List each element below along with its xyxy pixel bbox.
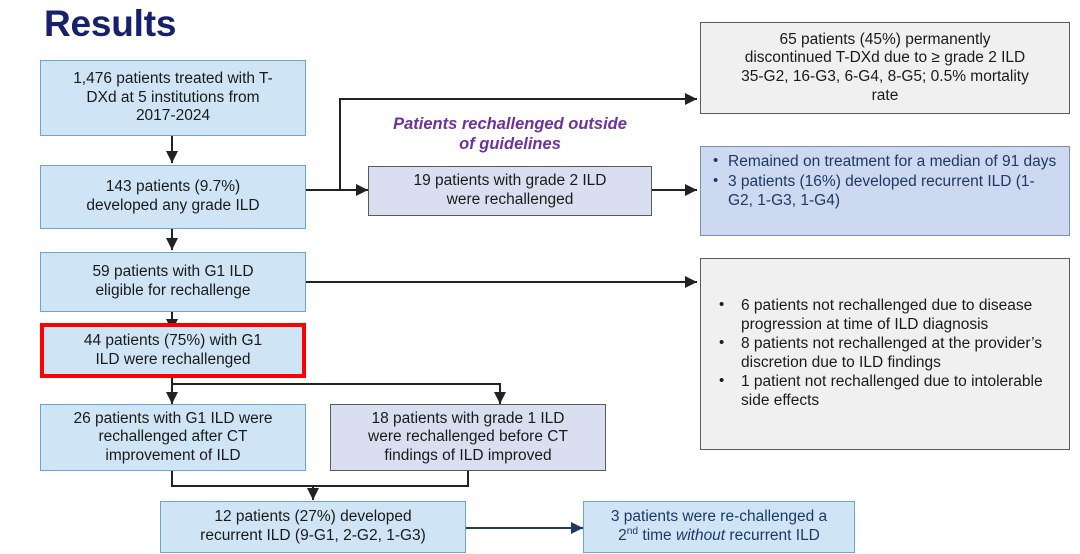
node-g1-rechallenged-line1: 44 patients (75%) with G1: [83, 331, 263, 349]
node-cohort-line3: 2017-2024: [135, 107, 211, 125]
node-before-ct-line3: findings of ILD improved: [384, 446, 552, 464]
node-cohort[interactable]: 1,476 patients treated with T- DXd at 5 …: [40, 60, 306, 136]
node-not-rechallenged-reasons[interactable]: 6 patients not rechallenged due to disea…: [700, 258, 1070, 450]
node-rechallenged-after-ct[interactable]: 26 patients with G1 ILD were rechallenge…: [40, 404, 306, 471]
list-item: Remained on treatment for a median of 91…: [711, 152, 1059, 172]
node-discontinued-line4: rate: [871, 86, 899, 104]
annotation-line1: Patients rechallenged outside: [393, 115, 627, 133]
node-second-rechallenge-line1: 3 patients were re-challenged a: [610, 507, 828, 525]
node-any-grade-ild-line2: developed any grade ILD: [86, 197, 260, 214]
node-permanently-discontinued[interactable]: 65 patients (45%) permanently discontinu…: [700, 22, 1070, 114]
node-discontinued-line2: discontinued T-DXd due to ≥ grade 2 ILD: [744, 49, 1026, 67]
node-grade2-rechallenged[interactable]: 19 patients with grade 2 ILD were rechal…: [368, 166, 652, 216]
node-discontinued-line1: 65 patients (45%) permanently: [779, 30, 991, 48]
node-discontinued-line3: 35-G2, 16-G3, 6-G4, 8-G5; 0.5% mortality: [741, 68, 1029, 85]
node-before-ct-line1: 18 patients with grade 1 ILD: [371, 409, 565, 427]
node-g1-eligible-line2: eligible for rechallenge: [95, 282, 251, 299]
node-g1-rechallenged-highlighted[interactable]: 44 patients (75%) with G1 ILD were recha…: [40, 323, 306, 378]
node-grade2-rechallenged-line1: 19 patients with grade 2 ILD: [413, 172, 607, 190]
ordinal-suffix: nd: [626, 526, 639, 538]
node-after-ct-line2: rechallenged after CT: [98, 428, 248, 446]
node-g1-eligible[interactable]: 59 patients with G1 ILD eligible for rec…: [40, 252, 306, 312]
node-g1-rechallenged-line2: ILD were rechallenged: [95, 350, 251, 368]
annotation-line2: of guidelines: [459, 135, 561, 154]
second-rechallenge-emphasis: without: [676, 527, 726, 545]
node-after-ct-line3: improvement of ILD: [105, 446, 241, 464]
node-second-rechallenge-line2: 2nd time without recurrent ILD: [591, 526, 847, 546]
list-item: 8 patients not rechallenged at the provi…: [711, 334, 1059, 373]
node-any-grade-ild-line1: 143 patients (9.7%): [105, 178, 241, 196]
second-rechallenge-mid: time: [638, 527, 676, 545]
not-rechallenged-list: 6 patients not rechallenged due to disea…: [711, 296, 1059, 411]
node-cohort-line2: DXd at 5 institutions from: [86, 88, 260, 106]
node-cohort-line1: 1,476 patients treated with T-: [73, 70, 273, 88]
node-second-rechallenge[interactable]: 3 patients were re-challenged a 2nd time…: [583, 501, 855, 553]
second-rechallenge-tail: recurrent ILD: [725, 527, 820, 545]
node-grade2-rechallenged-line2: were rechallenged: [446, 191, 574, 208]
node-any-grade-ild[interactable]: 143 patients (9.7%) developed any grade …: [40, 165, 306, 229]
list-item: 3 patients (16%) developed recurrent ILD…: [711, 172, 1059, 211]
node-recurrent-ild-line1: 12 patients (27%) developed: [214, 508, 412, 526]
node-g1-eligible-line1: 59 patients with G1 ILD: [92, 263, 254, 281]
node-after-ct-line1: 26 patients with G1 ILD were: [73, 409, 273, 427]
node-before-ct-line2: were rechallenged before CT: [368, 428, 568, 446]
grade2-outcomes-list: Remained on treatment for a median of 91…: [711, 152, 1059, 211]
list-item: 6 patients not rechallenged due to disea…: [711, 296, 1059, 335]
node-recurrent-ild[interactable]: 12 patients (27%) developed recurrent IL…: [160, 501, 466, 553]
node-recurrent-ild-line2: recurrent ILD (9-G1, 2-G2, 1-G3): [200, 527, 426, 544]
list-item: 1 patient not rechallenged due to intole…: [711, 372, 1059, 411]
ordinal-number: 2: [618, 527, 627, 545]
node-rechallenged-before-ct[interactable]: 18 patients with grade 1 ILD were rechal…: [330, 404, 606, 471]
node-grade2-outcomes[interactable]: Remained on treatment for a median of 91…: [700, 146, 1070, 236]
page-title: Results: [44, 3, 177, 44]
annotation-outside-guidelines: Patients rechallenged outside of guideli…: [368, 114, 652, 154]
